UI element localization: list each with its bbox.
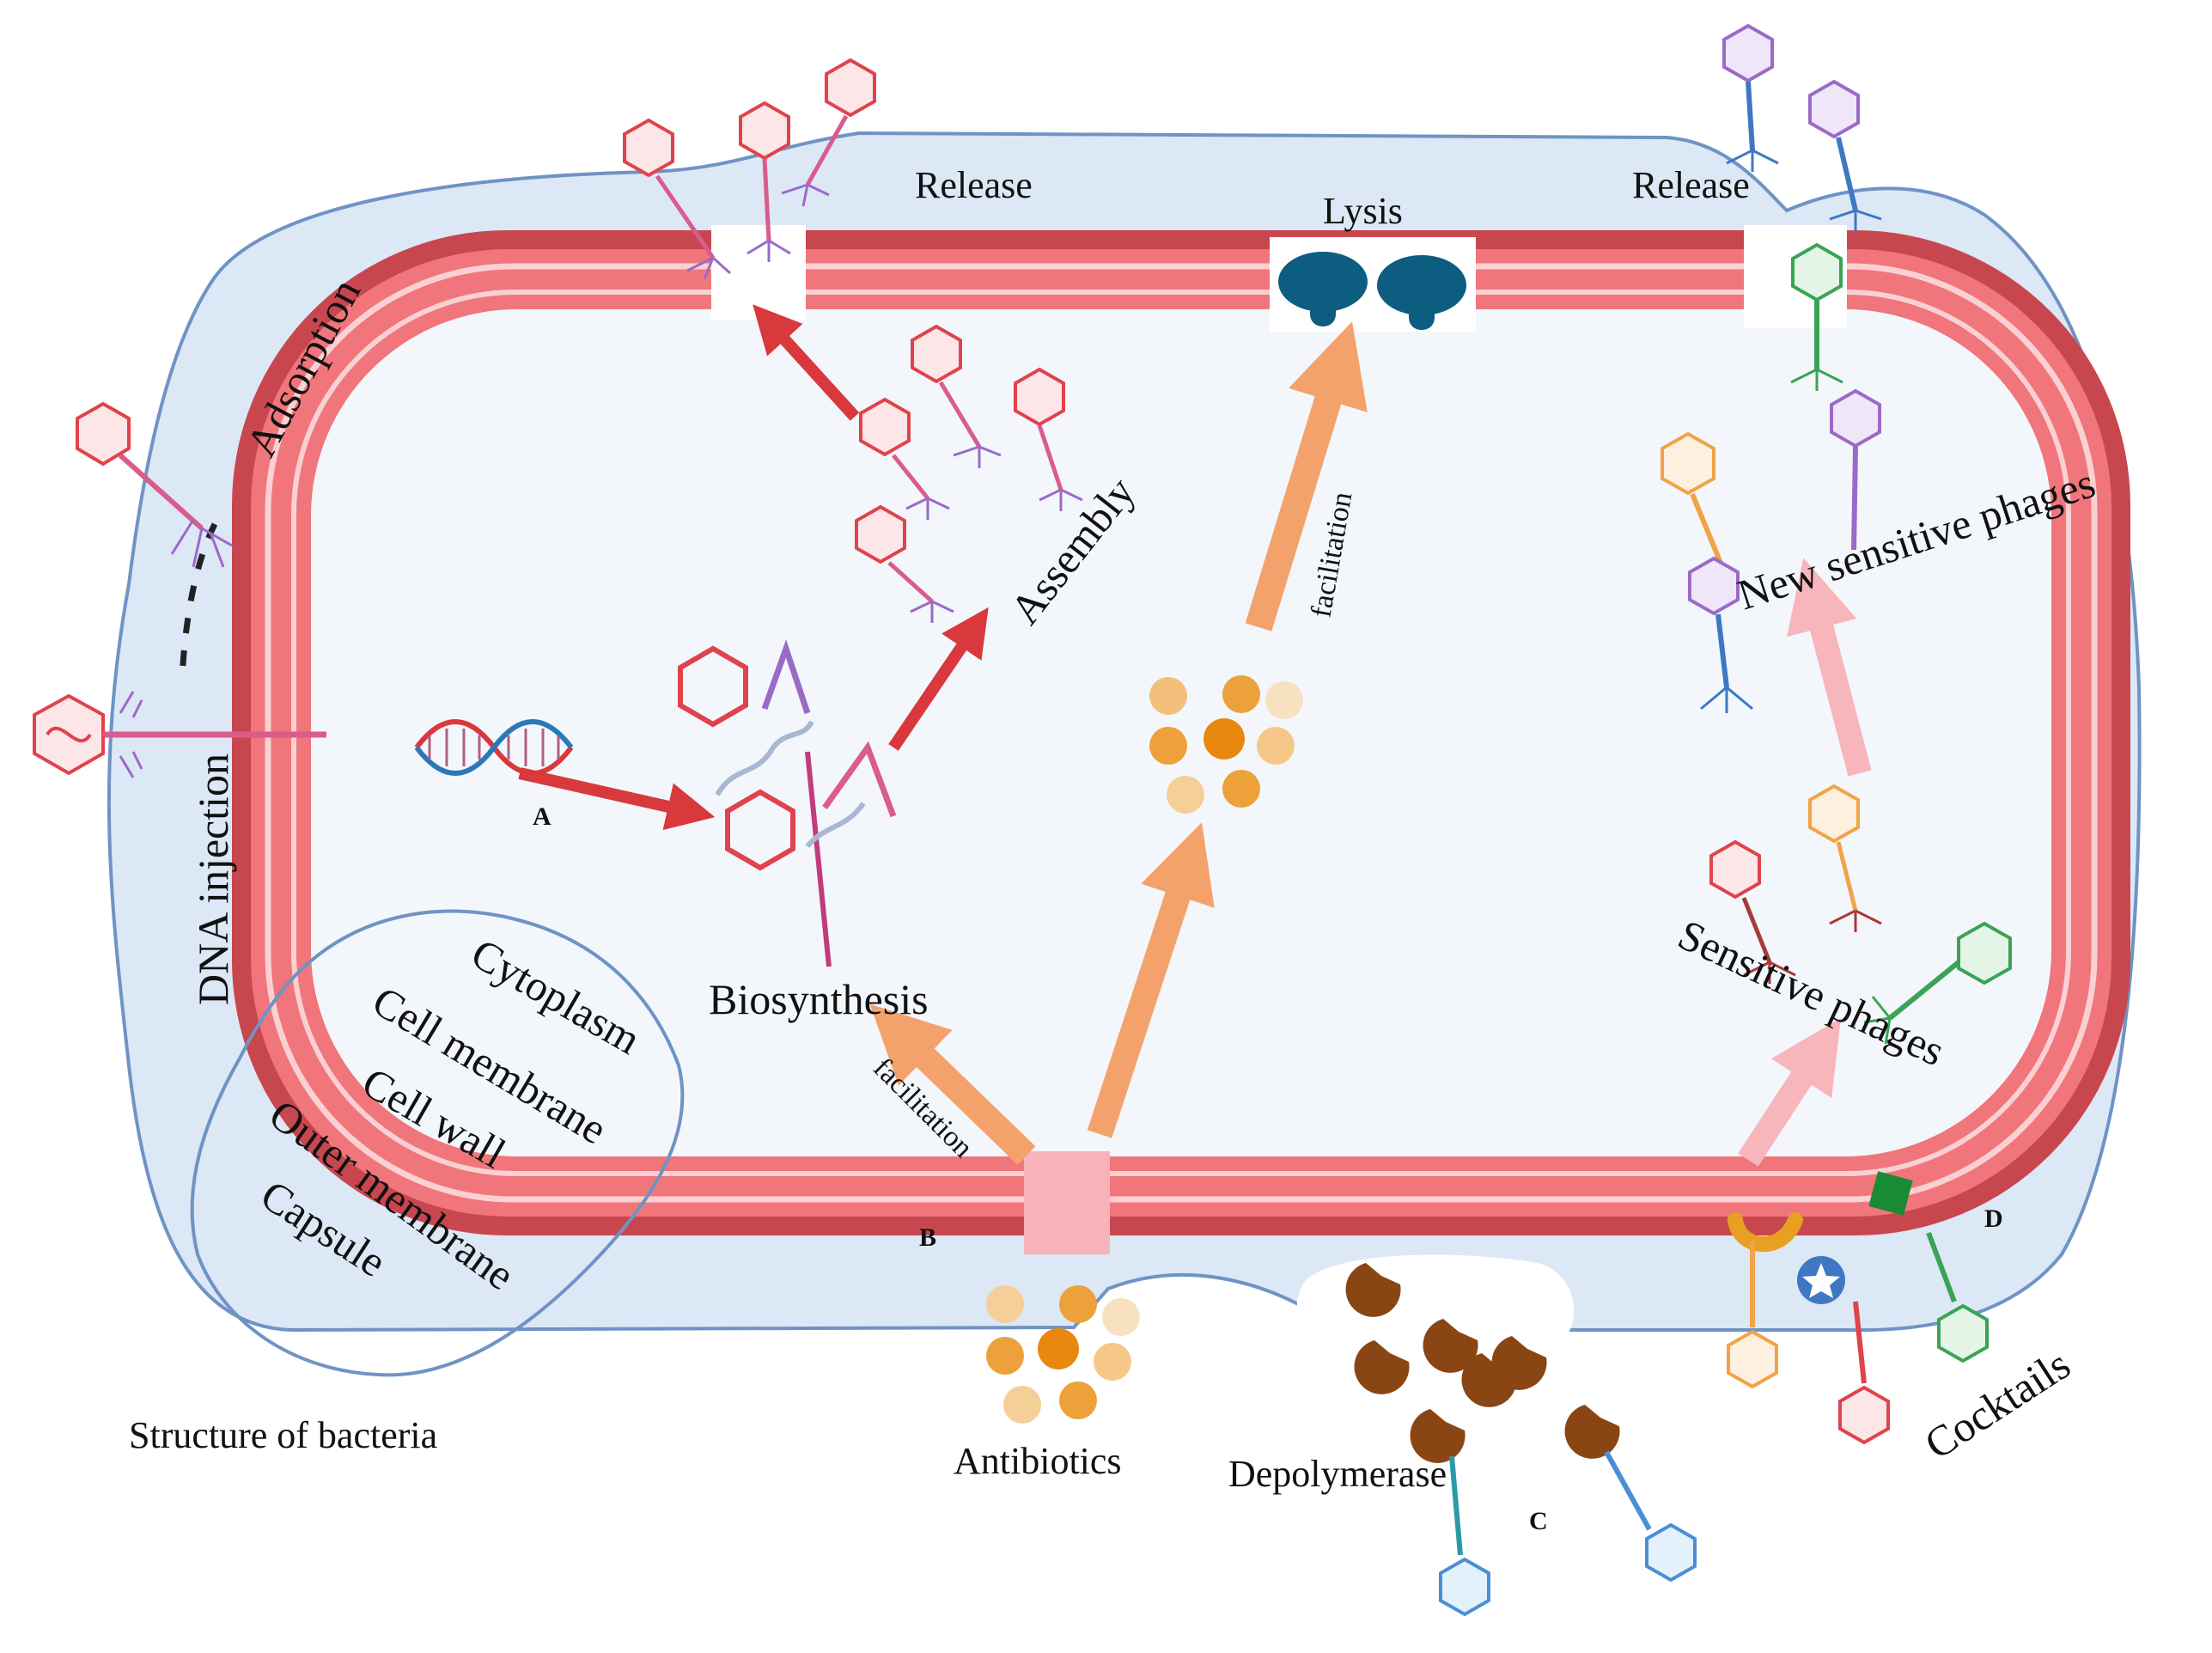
label-release-right: Release [1632,164,1750,206]
phage-cocktail-orange [1727,1241,1778,1389]
phage-cocktail-red [1838,1301,1890,1445]
receptor-star-icon [1802,1263,1840,1298]
label-letter-b: B [919,1223,936,1252]
release-gap-left [711,225,806,320]
dna-helix-icon [414,719,574,776]
phage-sensitive-red [1709,839,1796,984]
label-structure-of-bacteria: Structure of bacteria [129,1414,437,1456]
arrow-antibiotics-to-biosynthesis [869,1003,1036,1165]
arrow-dna-to-biosynthesis [518,767,716,831]
label-lysis: Lysis [1323,190,1403,232]
adsorption-path [179,522,218,680]
label-letter-c: C [1529,1507,1548,1535]
phage-depolymerase-teal [1439,1455,1490,1617]
phage-sensitive-green [1863,921,2012,1045]
phage-assembly-3 [859,397,950,520]
phage-adsorbing [76,401,233,568]
arrow-cluster-to-lysis [1245,321,1368,631]
label-dna-injection: DNA injection [189,753,237,1005]
label-letter-a: A [533,802,551,831]
arrow-biosynthesis-to-assembly [888,607,989,751]
phage-cocktail-green [1926,1231,1989,1363]
receptor-orange-icon [1728,1212,1803,1253]
antibiotic-cluster-inside [1149,675,1303,814]
structure-outline [190,909,685,1377]
phage-release-left-3 [781,58,876,207]
receptor-green-icon [1868,1171,1913,1216]
phage-new-sensitive-orange [1661,431,1725,569]
arrow-to-new-sensitive-phages [1787,558,1872,777]
antibiotic-cluster-outside [986,1285,1140,1424]
phage-release-left-1 [623,118,732,280]
phage-injecting [33,691,326,778]
label-biosynthesis: Biosynthesis [709,975,929,1023]
phage-green-exit [1790,242,1843,391]
lysis-protein-1 [1278,252,1368,326]
label-depolymerase: Depolymerase [1228,1453,1447,1495]
depolymerase-enzymes [1345,1263,1620,1463]
biosynthesis-components [678,639,897,967]
phage-new-sensitive-purple [1688,388,1881,713]
arrow-to-sensitive-phages [1738,1017,1841,1167]
arrow-antibiotics-to-cluster [1087,822,1215,1138]
label-letter-d: D [1984,1205,2003,1233]
label-cocktails: Cocktails [1916,1339,2078,1468]
label-antibiotics: Antibiotics [954,1440,1122,1482]
phage-sensitive-orange [1808,784,1882,932]
phage-release-right-2 [1808,79,1882,232]
phage-assembly-2 [1014,367,1083,511]
lysis-protein-2 [1377,255,1466,330]
label-release-left: Release [915,164,1033,206]
phage-release-right-1 [1722,23,1779,172]
phage-release-left-2 [739,101,791,262]
phage-assembly-4 [855,504,954,623]
arrow-assembly-to-release [753,304,860,421]
phage-assembly-1 [911,324,1002,468]
antibiotic-pore [1024,1151,1110,1254]
phage-depolymerase-blue [1604,1450,1697,1583]
